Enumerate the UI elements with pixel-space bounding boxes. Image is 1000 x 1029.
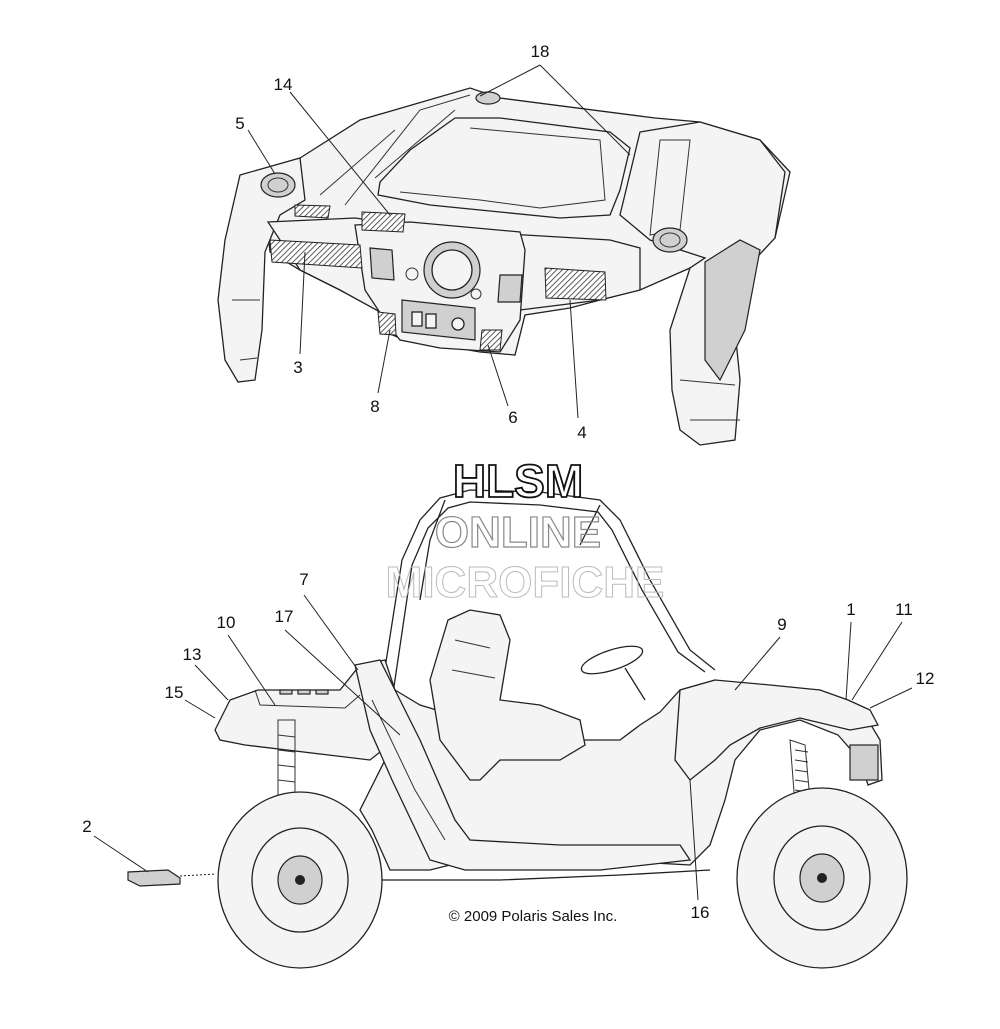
decal-14-upper-dash: [361, 211, 406, 233]
callout-labels: 18 14 5 3 8 6 4 7 17 10 13 15 9 1 11 12 …: [82, 42, 934, 922]
watermark-line3: MICROFICHE: [386, 558, 665, 607]
callout-17: 17: [275, 607, 294, 626]
callout-11: 11: [895, 600, 913, 619]
callout-18: 18: [531, 42, 550, 61]
callout-8: 8: [370, 397, 379, 416]
decal-3-left-dash: [269, 239, 363, 269]
callout-14: 14: [274, 75, 293, 94]
callout-1: 1: [846, 600, 855, 619]
callout-7: 7: [299, 570, 308, 589]
decal-4-right-dash: [544, 267, 607, 301]
watermark: HLSM ONLINE MICROFICHE: [385, 454, 665, 607]
decal-strip-left-vent: [294, 204, 331, 219]
watermark-line2: ONLINE: [435, 508, 601, 557]
watermark-line1: HLSM: [453, 455, 583, 507]
callout-3: 3: [293, 358, 302, 377]
callout-12: 12: [916, 669, 935, 688]
decal-6-console-lower-right: [479, 329, 503, 351]
vehicle-side-view: [127, 489, 908, 969]
callout-5: 5: [235, 114, 244, 133]
decal-8-console-lower-left: [377, 311, 397, 336]
callout-16: 16: [691, 903, 710, 922]
callout-2: 2: [82, 817, 91, 836]
dashboard-assembly: [217, 87, 791, 446]
copyright-notice: © 2009 Polaris Sales Inc.: [449, 908, 618, 925]
leader-lines: [93, 64, 913, 901]
callout-9: 9: [777, 615, 786, 634]
callout-15: 15: [165, 683, 184, 702]
callout-10: 10: [217, 613, 236, 632]
callout-4: 4: [577, 423, 586, 442]
callout-6: 6: [508, 408, 517, 427]
callout-13: 13: [183, 645, 202, 664]
